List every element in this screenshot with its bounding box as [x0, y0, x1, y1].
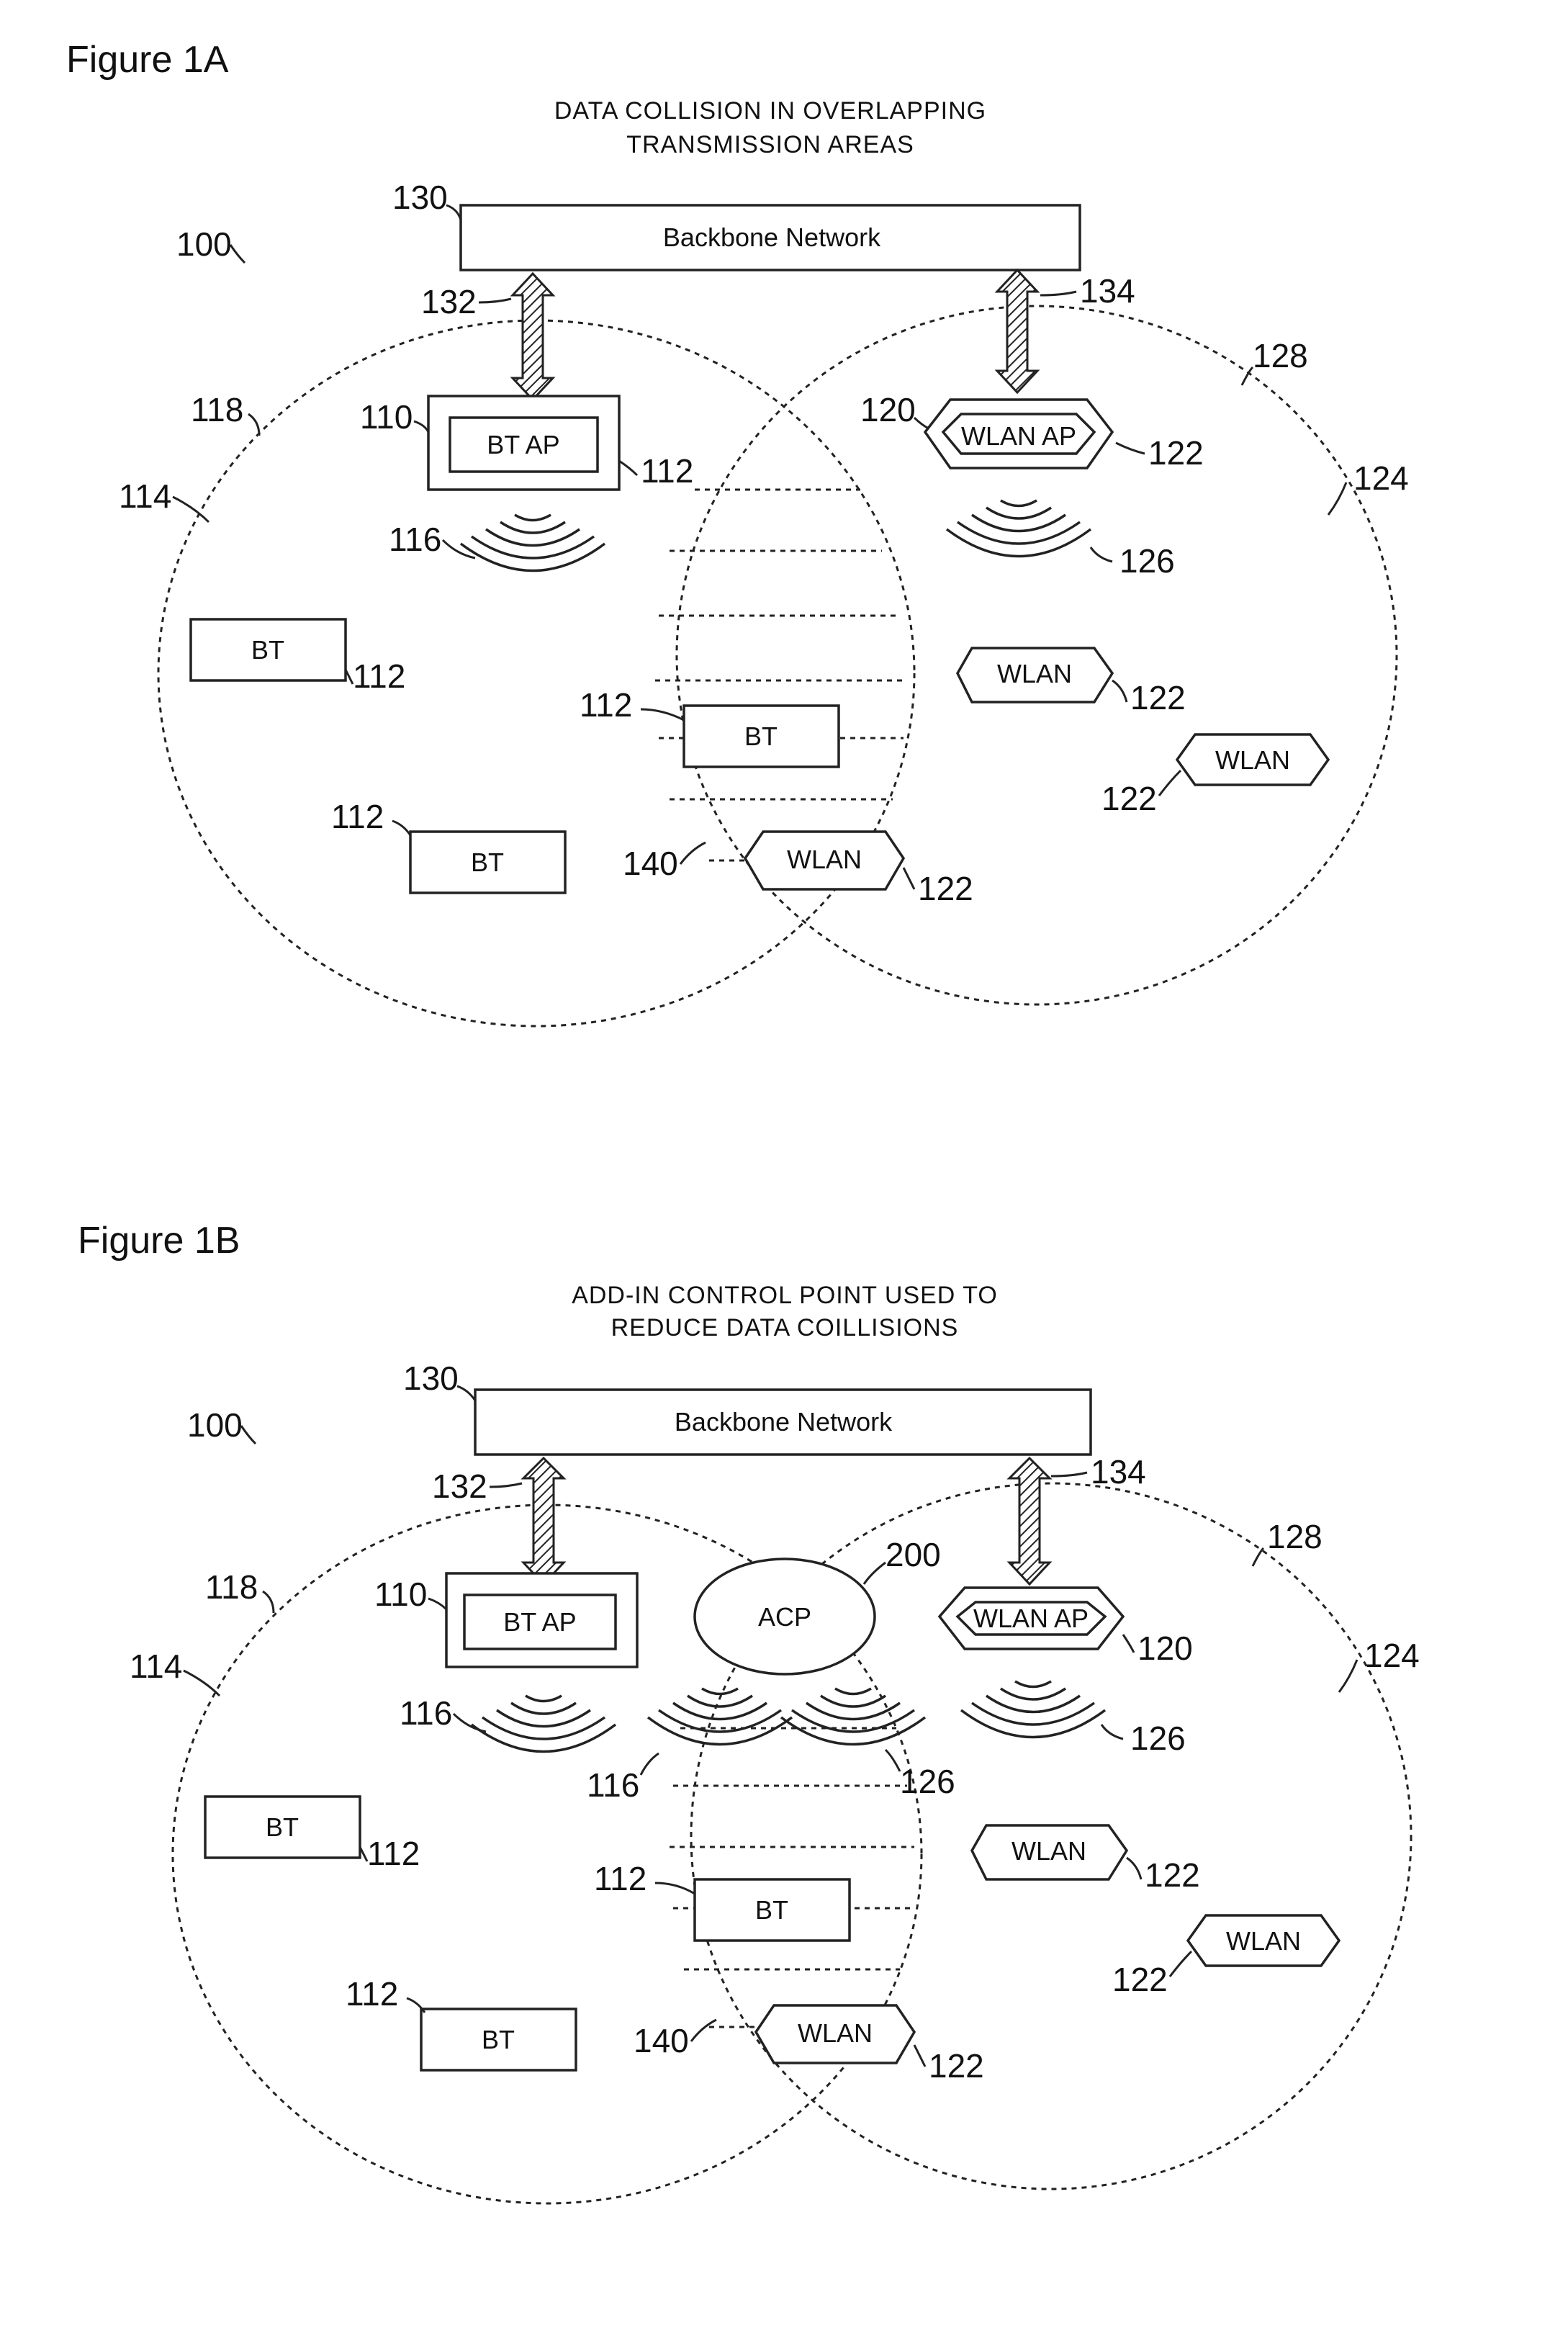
ref-124: 124: [1364, 1637, 1420, 1674]
ref-114: 114: [119, 477, 171, 515]
figure-title-line-1: DATA COLLISION IN OVERLAPPING: [554, 97, 986, 125]
ref-110: 110: [360, 398, 413, 436]
bt-device-3-label: BT: [482, 2025, 515, 2054]
bt-device-1-label: BT: [266, 1812, 299, 1842]
figure-1b: Figure 1B ADD-IN CONTROL POINT USED TO R…: [0, 1181, 1568, 2333]
wlan-signal-waves: [961, 1681, 1105, 1738]
bt-device-2-label: BT: [744, 722, 778, 751]
wlan-device-1-label: WLAN: [997, 659, 1072, 688]
figure-title-line-2: TRANSMISSION AREAS: [626, 131, 914, 158]
backbone-network-label: Backbone Network: [675, 1407, 893, 1437]
ref-140: 140: [623, 845, 678, 882]
ref-122-wlan3: 122: [918, 870, 973, 907]
ref-134: 134: [1080, 272, 1135, 310]
wlan-device-3-label: WLAN: [787, 845, 862, 874]
wlan-ap-label: WLAN AP: [961, 421, 1076, 451]
ref-120: 120: [860, 391, 916, 428]
ref-100: 100: [176, 225, 232, 263]
ref-116-acp: 116: [587, 1766, 639, 1804]
bt-device-3-label: BT: [471, 848, 504, 877]
ref-112-bt2: 112: [580, 686, 632, 724]
bt-device-1-label: BT: [251, 635, 284, 665]
bt-ap-label: BT AP: [487, 430, 559, 459]
figure-1b-drawing: Figure 1B ADD-IN CONTROL POINT USED TO R…: [0, 1181, 1568, 2304]
acp-label: ACP: [758, 1602, 811, 1632]
ref-122-wlan2: 122: [1112, 1961, 1168, 1998]
ref-128: 128: [1253, 337, 1308, 374]
ref-116: 116: [400, 1694, 452, 1732]
bt-device-2-label: BT: [755, 1895, 788, 1925]
ref-130: 130: [403, 1359, 459, 1397]
backbone-wlan-link-arrow: [1009, 1458, 1050, 1584]
figure-1a-drawing: Figure 1A DATA COLLISION IN OVERLAPPING …: [0, 0, 1568, 1152]
ref-122-ap: 122: [1148, 434, 1204, 472]
wlan-signal-waves: [947, 500, 1091, 557]
ref-100: 100: [187, 1406, 243, 1444]
ref-112-bt1: 112: [367, 1835, 420, 1872]
ref-112-ap: 112: [641, 452, 693, 490]
acp-wlan-signal-waves: [781, 1689, 925, 1745]
backbone-bt-link-arrow: [513, 274, 553, 400]
ref-116: 116: [389, 521, 441, 558]
ref-130: 130: [392, 179, 448, 216]
ref-112-bt1: 112: [353, 657, 405, 695]
wlan-device-1-label: WLAN: [1011, 1836, 1086, 1866]
bt-signal-waves: [461, 515, 605, 571]
ref-110: 110: [374, 1575, 427, 1613]
ref-122-wlan1: 122: [1145, 1856, 1200, 1894]
ref-134: 134: [1091, 1453, 1146, 1491]
ref-118: 118: [191, 391, 243, 428]
overlap-region-lines: [655, 490, 904, 860]
wlan-device-2-label: WLAN: [1226, 1926, 1301, 1956]
figure-title-line-1: ADD-IN CONTROL POINT USED TO: [572, 1282, 998, 1309]
ref-200: 200: [886, 1536, 941, 1573]
ref-132: 132: [421, 283, 477, 320]
ref-140: 140: [634, 2022, 689, 2059]
figure-label: Figure 1B: [78, 1220, 240, 1262]
backbone-network-label: Backbone Network: [663, 222, 881, 252]
bt-ap-label: BT AP: [503, 1607, 576, 1637]
overlap-region-lines: [670, 1728, 914, 2027]
bt-signal-waves: [472, 1696, 616, 1752]
figure-title-line-2: REDUCE DATA COILLISIONS: [611, 1314, 959, 1341]
ref-122-wlan1: 122: [1130, 679, 1186, 716]
wlan-ap-label: WLAN AP: [973, 1604, 1089, 1633]
ref-126: 126: [1130, 1720, 1186, 1757]
backbone-bt-link-arrow: [523, 1458, 564, 1584]
ref-126: 126: [1119, 542, 1175, 580]
ref-122-wlan3: 122: [929, 2047, 984, 2085]
ref-126-acp: 126: [900, 1763, 955, 1800]
ref-112-bt2: 112: [594, 1860, 646, 1897]
ref-120: 120: [1137, 1629, 1193, 1667]
ref-118: 118: [205, 1568, 258, 1606]
wlan-device-3-label: WLAN: [798, 2018, 873, 2048]
figure-label: Figure 1A: [66, 39, 229, 81]
ref-124: 124: [1353, 459, 1409, 497]
ref-132: 132: [432, 1467, 487, 1505]
ref-122-wlan2: 122: [1101, 780, 1157, 817]
wlan-device-2-label: WLAN: [1215, 745, 1290, 775]
backbone-wlan-link-arrow: [997, 270, 1037, 392]
ref-128: 128: [1267, 1518, 1323, 1555]
figure-1a: Figure 1A DATA COLLISION IN OVERLAPPING …: [0, 0, 1568, 1152]
ref-114: 114: [130, 1648, 182, 1685]
ref-112-bt3: 112: [331, 798, 384, 835]
ref-112-bt3: 112: [346, 1975, 398, 2013]
